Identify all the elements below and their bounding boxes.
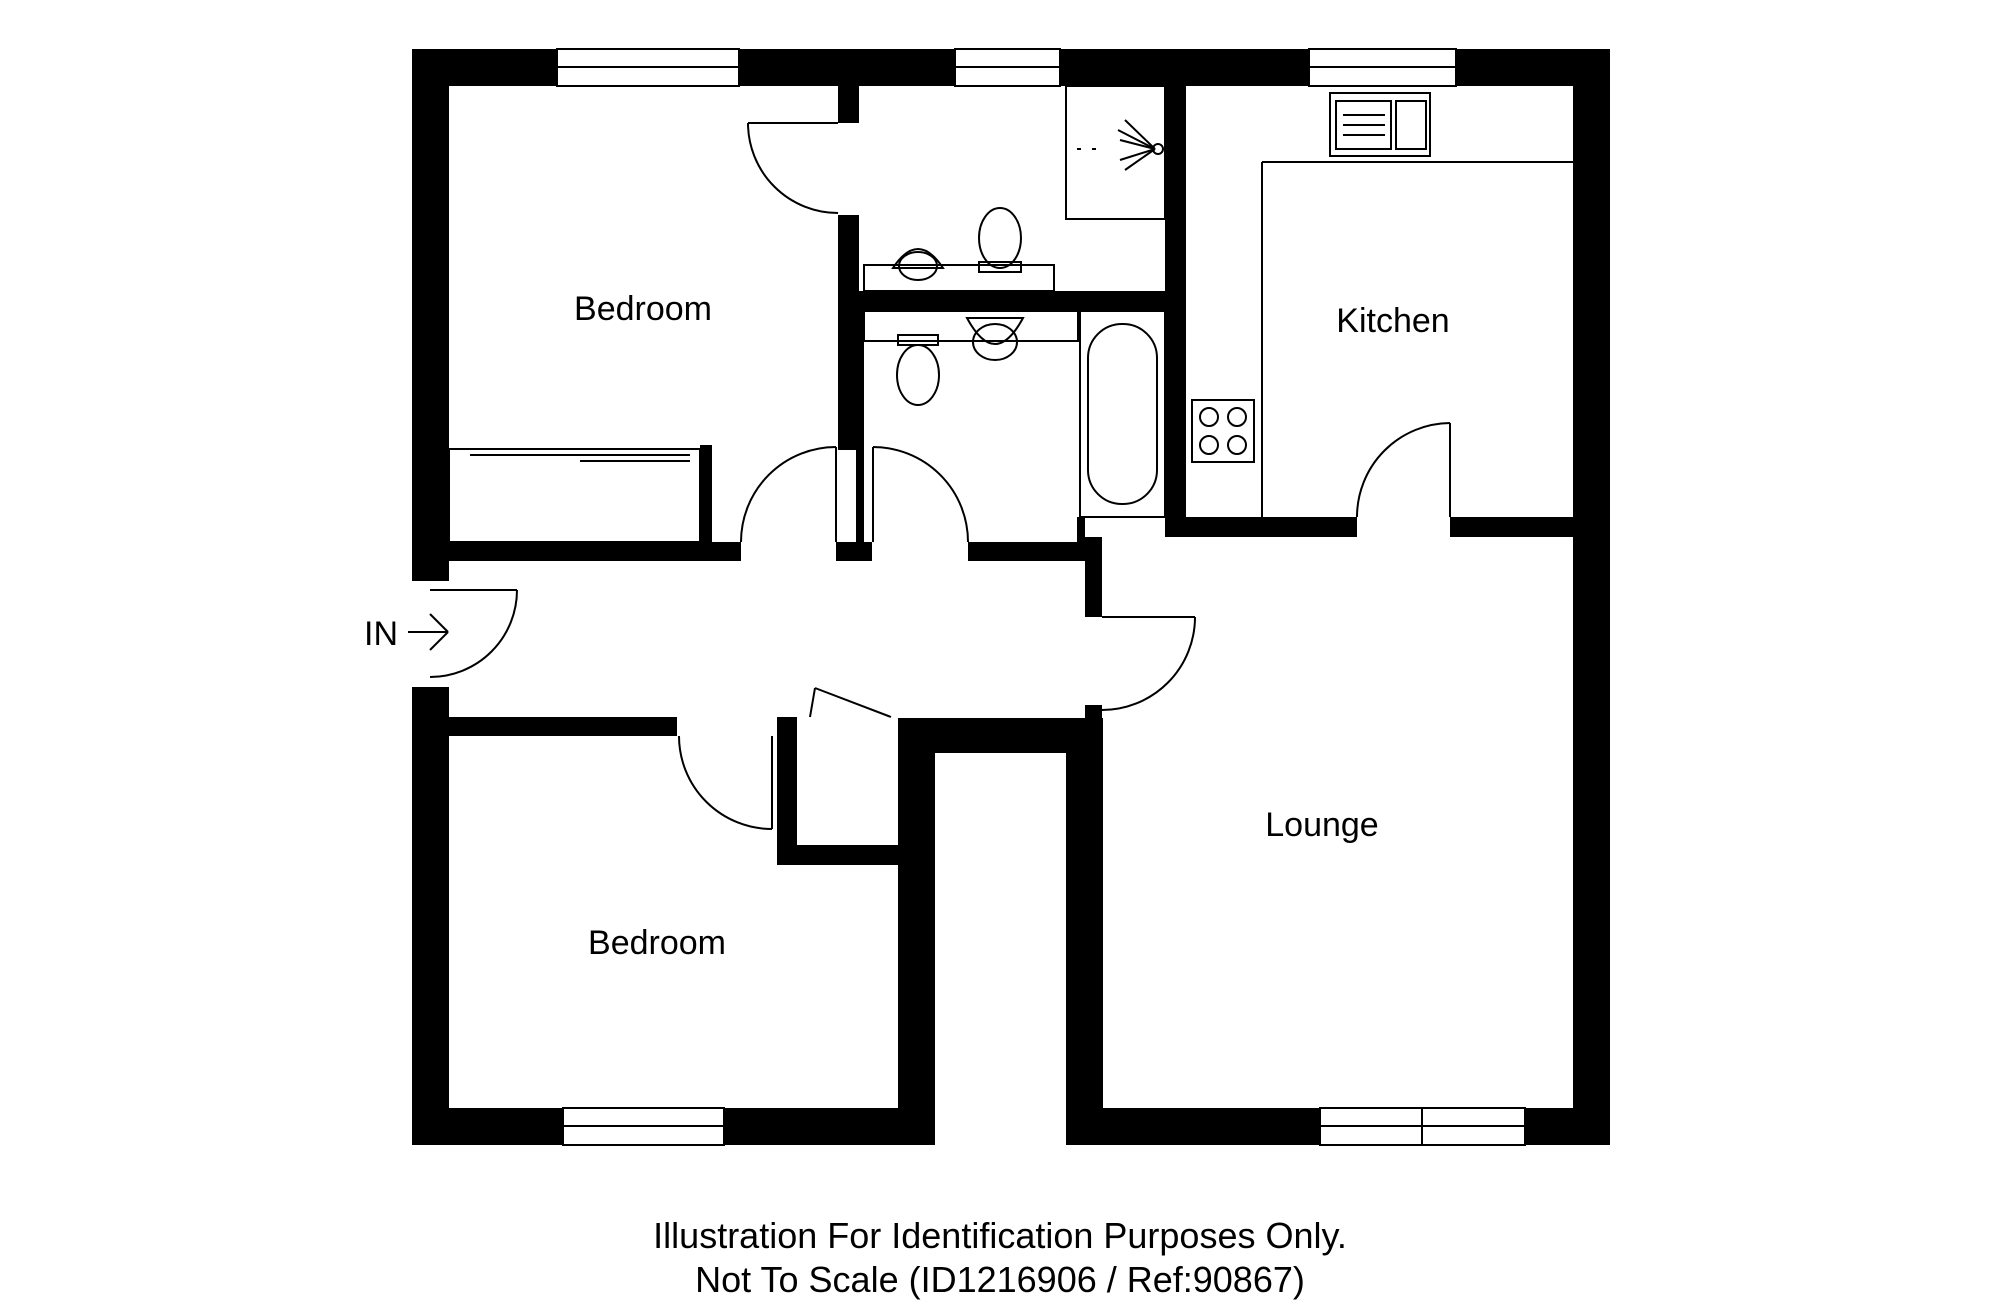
basin-icon [863,248,1055,292]
toilet-icon-bathroom [896,334,940,406]
wall-hall-top-mid [836,542,872,561]
disclaimer-line-2: Not To Scale (ID1216906 / Ref:90867) [695,1259,1305,1300]
shower-icon [1065,85,1166,220]
wall-bedroom-bath [838,86,859,123]
windows [556,48,1526,1146]
wall-bath-right [1077,517,1085,561]
arrow-right-icon [408,613,449,651]
doors [429,122,1451,830]
wall-lounge-left-lower [1085,705,1102,1108]
bath-icon [1079,310,1166,518]
wall-lounge-left-upper [1085,537,1102,617]
room-label-lounge: Lounge [1265,806,1378,844]
wall-shower-bottom [838,291,1174,311]
basin-icon-bathroom [863,310,1079,361]
wall-hall-bottom-left [449,717,677,736]
toilet-icon [978,207,1022,273]
wall-hall-top-right [968,542,1085,561]
sink-icon [1329,92,1431,157]
room-label-bedroom-top: Bedroom [574,290,712,328]
wall-shower-kitchen [1165,86,1186,517]
kitchen-worktop [1261,161,1573,517]
fixtures [408,85,1573,651]
hob-icon [1191,399,1255,463]
disclaimer-line-1: Illustration For Identification Purposes… [653,1215,1347,1256]
outer-wall-right [1573,49,1610,1145]
wall-wardrobe-right [700,445,712,542]
entrance-label: IN [364,615,398,653]
room-label-kitchen: Kitchen [1336,302,1449,340]
door-bathroom[interactable] [872,446,969,543]
door-kitchen[interactable] [1356,422,1451,518]
door-cupboard[interactable] [809,687,892,718]
wall-kitchen-lounge-right [1450,517,1573,537]
outer-wall-left-upper [412,49,449,581]
wall-cupboard-right [898,718,935,865]
interior-walls [449,86,1573,1108]
door-bedroom-top[interactable] [740,446,837,543]
outer-wall-left-lower [412,687,449,1145]
wardrobe [448,448,701,543]
door-bedroom-bottom[interactable] [678,735,773,830]
wall-hall-top-left [449,542,741,561]
wall-bedroom-bath-lower [838,215,859,450]
wall-wc-left [856,291,864,559]
entrance-door[interactable] [429,589,518,678]
wall-cupboard-bottom [777,845,935,865]
door-lounge[interactable] [1101,616,1196,711]
wall-kitchen-lounge-left [1165,517,1357,537]
room-label-bedroom-bottom: Bedroom [588,924,726,962]
door-bedroom-top-ensuite[interactable] [747,122,839,214]
wall-cupboard-left [777,717,797,865]
